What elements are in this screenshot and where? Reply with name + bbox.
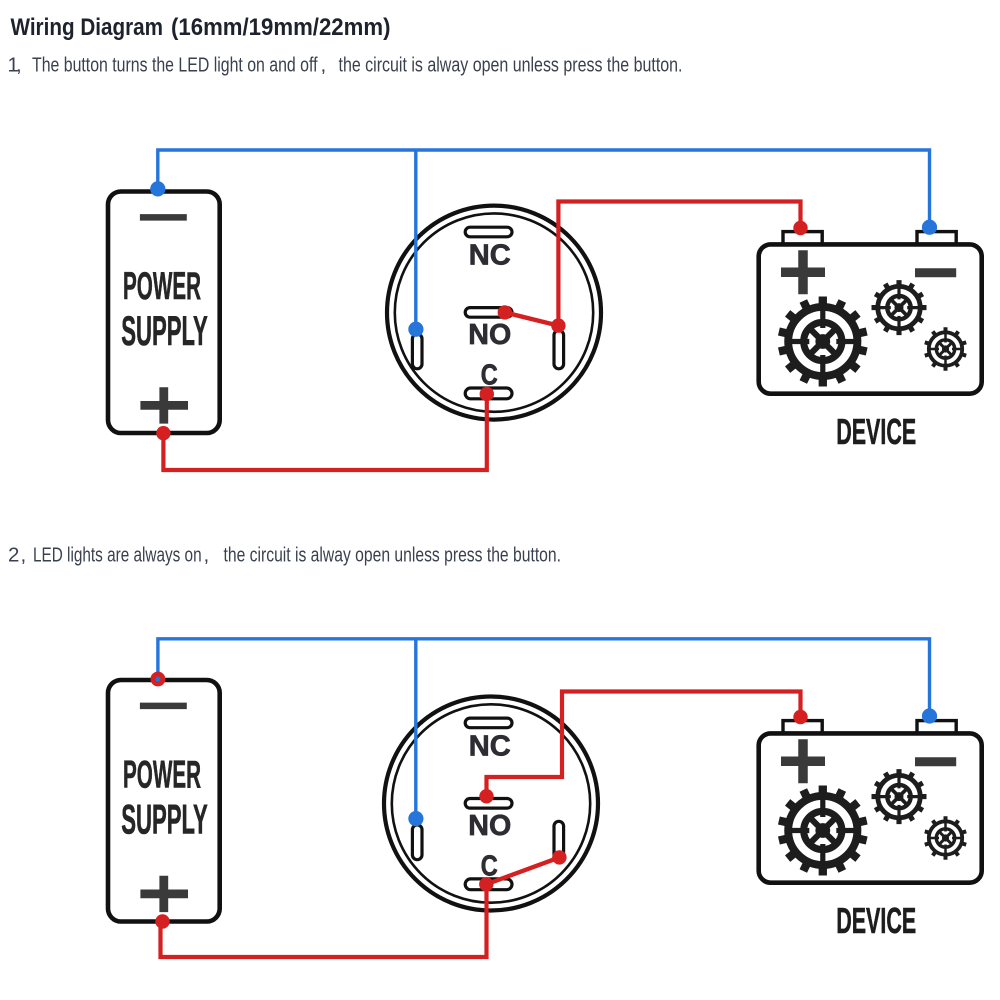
svg-text:,: , — [321, 54, 327, 77]
svg-text:SUPPLY: SUPPLY — [121, 307, 208, 354]
svg-text:the circuit is alway open unle: the circuit is alway open unless press t… — [224, 544, 562, 567]
svg-text:the circuit is alway open unle: the circuit is alway open unless press t… — [339, 54, 683, 77]
svg-text:NO: NO — [468, 810, 511, 842]
svg-text:C: C — [481, 851, 498, 883]
svg-text:NO: NO — [468, 319, 511, 351]
svg-text:DEVICE: DEVICE — [836, 900, 916, 941]
svg-text:(16mm/19mm/22mm): (16mm/19mm/22mm) — [171, 14, 391, 41]
svg-text:Wiring Diagram: Wiring Diagram — [11, 14, 164, 41]
svg-text:The button turns the LED light: The button turns the LED light on and of… — [32, 54, 318, 77]
svg-text:,: , — [204, 544, 210, 567]
svg-text:DEVICE: DEVICE — [836, 411, 916, 452]
svg-text:LED lights are always on: LED lights are always on — [33, 544, 202, 567]
svg-text:POWER: POWER — [123, 265, 201, 308]
svg-text:2: 2 — [8, 544, 19, 567]
svg-text:NC: NC — [469, 731, 511, 763]
svg-text:1: 1 — [8, 54, 19, 77]
svg-text:C: C — [481, 360, 498, 392]
svg-text:,: , — [16, 54, 22, 77]
svg-text:NC: NC — [469, 240, 511, 272]
svg-text:POWER: POWER — [123, 754, 201, 797]
svg-text:SUPPLY: SUPPLY — [121, 795, 208, 842]
svg-text:,: , — [21, 544, 27, 567]
